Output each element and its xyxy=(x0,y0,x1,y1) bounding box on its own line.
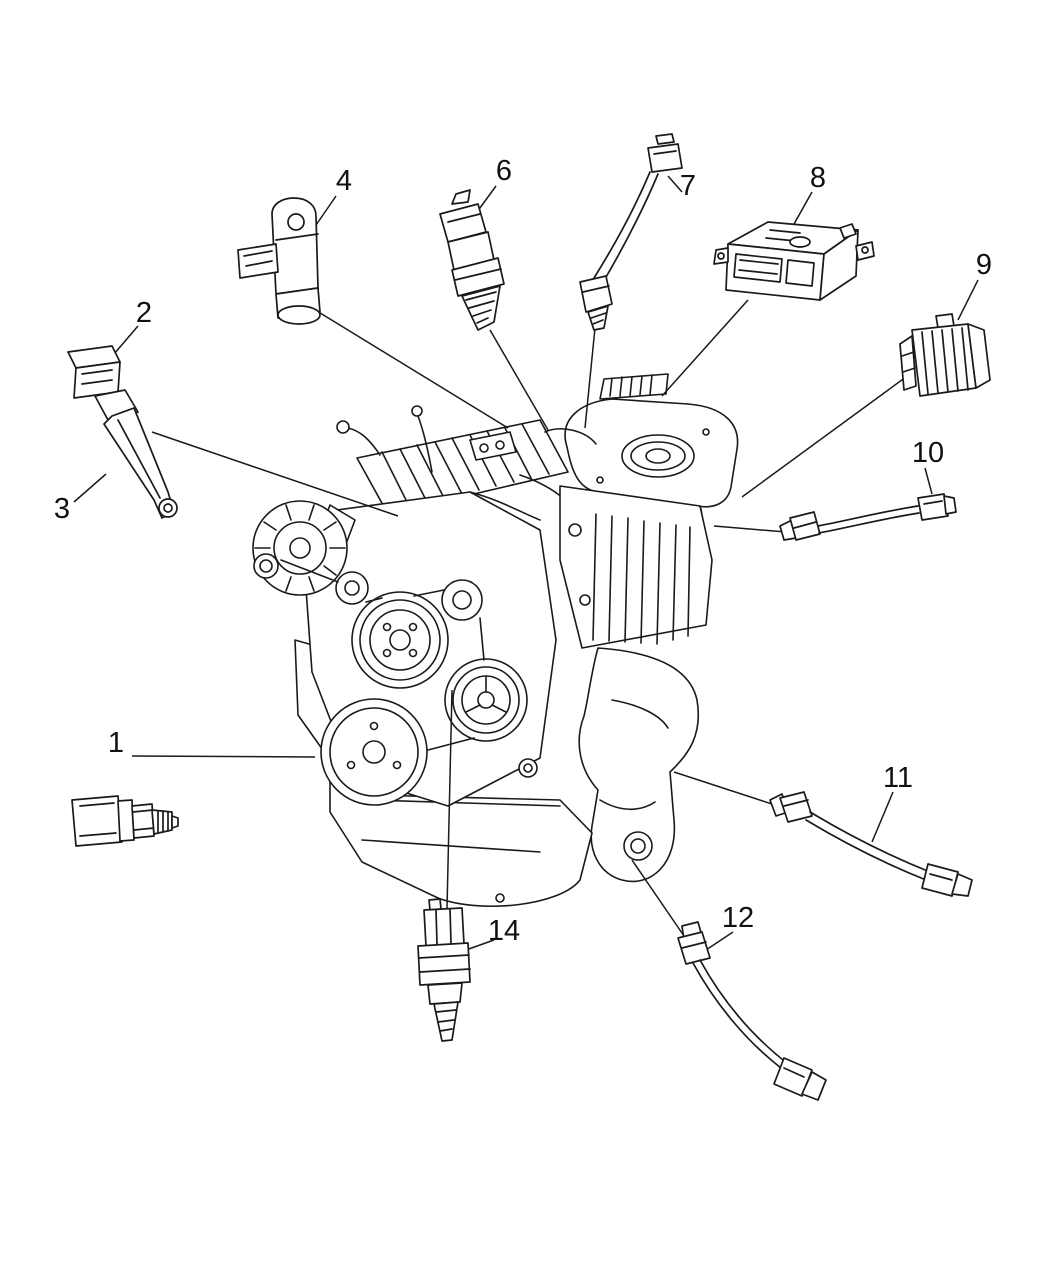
label-tick-11 xyxy=(871,791,894,843)
engine-block-drawing xyxy=(559,485,713,649)
part-drawings xyxy=(67,133,991,1101)
callout-labels: 1 2 3 4 6 7 8 9 10 11 12 14 xyxy=(54,155,992,947)
callout-label-2: 2 xyxy=(136,297,152,329)
leader-line-4 xyxy=(311,307,509,429)
pulleys-belt-drawing xyxy=(280,559,538,806)
label-tick-7 xyxy=(667,175,683,193)
callout-label-12: 12 xyxy=(722,902,754,934)
label-tick-8 xyxy=(793,191,813,225)
label-tick-4 xyxy=(313,195,337,229)
leader-line-14 xyxy=(446,689,453,909)
callout-label-4: 4 xyxy=(336,165,352,197)
part-oil-pressure-sensor xyxy=(71,795,179,847)
callout-label-3: 3 xyxy=(54,493,70,525)
leader-line-9 xyxy=(741,373,911,498)
leader-line-8 xyxy=(661,299,749,397)
part-oxygen-sensor-7 xyxy=(579,133,683,331)
leader-lines xyxy=(73,175,979,951)
callout-label-14: 14 xyxy=(488,915,520,947)
leader-line-10 xyxy=(713,525,787,533)
part-coolant-temperature-sensor xyxy=(439,189,505,331)
part-oxygen-sensor-10 xyxy=(779,493,957,541)
part-ribbed-sensor xyxy=(899,313,991,397)
callout-label-11: 11 xyxy=(883,762,913,794)
part-oxygen-sensor-12 xyxy=(677,921,827,1101)
label-tick-14 xyxy=(465,939,495,951)
leader-line-7 xyxy=(584,317,597,429)
callout-label-9: 9 xyxy=(976,249,992,281)
part-temperature-switch xyxy=(417,898,471,1042)
label-tick-2 xyxy=(113,325,139,355)
leader-line-12 xyxy=(631,859,685,937)
valve-cover-drawing xyxy=(336,419,569,515)
leader-line-6 xyxy=(489,329,549,431)
label-tick-6 xyxy=(476,185,497,213)
label-tick-3 xyxy=(73,473,107,503)
part-crankshaft-position-sensor xyxy=(237,197,321,325)
exhaust-downpipe-drawing xyxy=(578,647,700,883)
leader-line-11 xyxy=(673,771,779,807)
leader-line-1 xyxy=(131,755,316,758)
callout-label-1: 1 xyxy=(108,727,124,759)
label-tick-12 xyxy=(705,931,734,951)
part-oxygen-sensor-11 xyxy=(769,791,973,897)
label-tick-9 xyxy=(957,279,979,321)
callout-label-8: 8 xyxy=(810,162,826,194)
callout-label-6: 6 xyxy=(496,155,512,187)
part-powertrain-control-module xyxy=(713,221,875,301)
label-tick-10 xyxy=(924,467,933,495)
part-camshaft-position-sensor xyxy=(67,345,178,519)
callout-label-7: 7 xyxy=(680,170,696,202)
engine-illustration xyxy=(252,373,739,907)
leader-line-2 xyxy=(151,431,399,517)
intake-plenum-drawing xyxy=(564,373,739,508)
alternator-drawing xyxy=(252,500,356,596)
callout-label-10: 10 xyxy=(912,437,944,469)
